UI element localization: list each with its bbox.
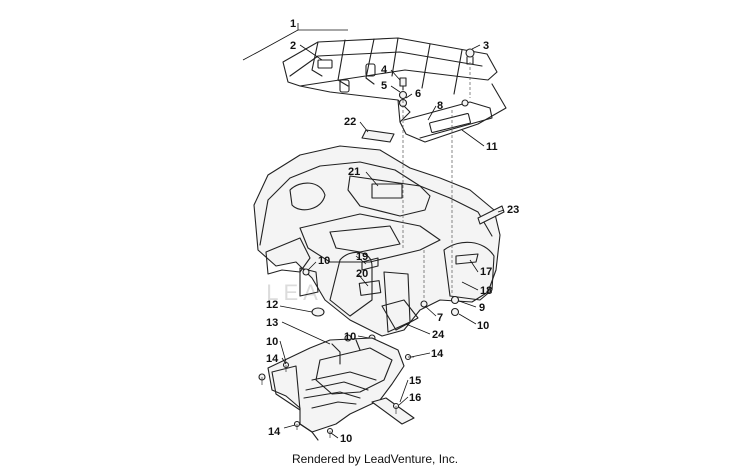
callout-9: 9 bbox=[479, 302, 485, 314]
callout-7: 7 bbox=[437, 312, 443, 324]
callout-23: 23 bbox=[507, 204, 519, 216]
fasteners-lower bbox=[258, 334, 414, 438]
callouts: 1 2 3 4 5 6 8 22 11 21 23 10 19 bbox=[242, 18, 519, 445]
callout-20: 20 bbox=[356, 268, 368, 280]
step-plate-15 bbox=[371, 397, 415, 425]
rear-body-fender bbox=[253, 145, 501, 337]
callout-13: 13 bbox=[266, 317, 278, 329]
callout-22: 22 bbox=[344, 116, 356, 128]
alignment-lines bbox=[402, 62, 471, 300]
callout-5: 5 bbox=[381, 80, 387, 92]
callout-8: 8 bbox=[437, 100, 443, 112]
callout-18: 18 bbox=[480, 285, 492, 297]
pad-22 bbox=[361, 129, 395, 143]
callout-17: 17 bbox=[480, 266, 492, 278]
callout-14-left: 14 bbox=[266, 353, 279, 365]
decal-23 bbox=[477, 205, 505, 225]
callout-1: 1 bbox=[290, 18, 296, 30]
callout-15: 15 bbox=[409, 375, 421, 387]
callout-3: 3 bbox=[483, 40, 489, 52]
callout-10-right: 10 bbox=[477, 320, 489, 332]
callout-10-upper: 10 bbox=[318, 255, 330, 267]
rack-hardware bbox=[398, 48, 475, 108]
callout-14-right: 14 bbox=[431, 348, 444, 360]
footwell-13 bbox=[267, 337, 405, 441]
callout-12: 12 bbox=[266, 299, 278, 311]
washer-12 bbox=[311, 307, 325, 317]
callout-10-bottom: 10 bbox=[340, 433, 352, 445]
callout-16: 16 bbox=[409, 392, 421, 404]
footer-credit: Rendered by LeadVenture, Inc. bbox=[291, 452, 459, 466]
callout-4: 4 bbox=[381, 64, 388, 76]
callout-10-center: 10 bbox=[344, 331, 356, 343]
callout-2: 2 bbox=[290, 40, 296, 52]
callout-24: 24 bbox=[432, 329, 445, 341]
callout-6: 6 bbox=[415, 88, 421, 100]
callout-11: 11 bbox=[486, 141, 498, 153]
callout-14-bottom: 14 bbox=[268, 426, 281, 438]
callout-10-left: 10 bbox=[266, 336, 278, 348]
callout-21: 21 bbox=[348, 166, 360, 178]
callout-19: 19 bbox=[356, 251, 368, 263]
